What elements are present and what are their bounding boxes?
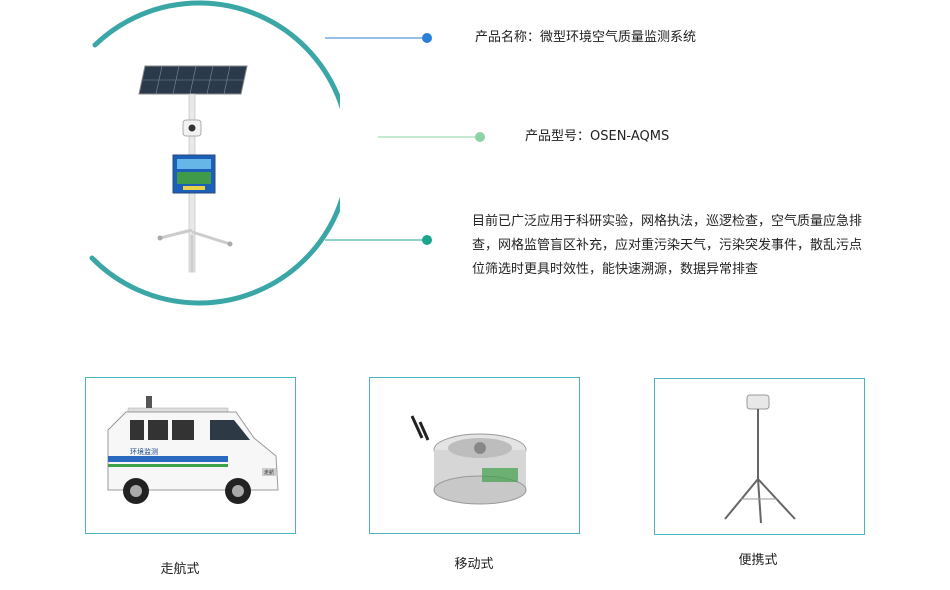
variant-label-mobile: 移动式 [454, 557, 494, 572]
connector-lines [325, 33, 485, 245]
solar-panel-icon [138, 65, 248, 95]
dot-description [422, 235, 432, 245]
svg-text:走航: 走航 [264, 469, 274, 476]
variant-card-portable [654, 378, 865, 535]
variant-label-vehicle: 走航式 [160, 562, 200, 577]
dot-name [422, 33, 432, 43]
product-name: 产品名称：微型环境空气质量监测系统 [475, 30, 697, 45]
variant-card-vehicle: 环境监测 走航 [85, 377, 296, 534]
variant-card-mobile [369, 377, 580, 534]
mobile-sensor-image [410, 415, 527, 505]
hero-ring [89, 0, 340, 306]
monitor-station-image [138, 65, 248, 273]
product-model: 产品型号：OSEN-AQMS [525, 129, 670, 144]
variant-label-portable: 便携式 [738, 553, 778, 568]
portable-tripod-image [724, 394, 796, 524]
product-description: 目前已广泛应用于科研实验，网格执法，巡逻检查，空气质量应急排查，网格监管盲区补充… [472, 214, 863, 277]
svg-text:环境监测: 环境监测 [130, 447, 158, 456]
monitoring-vehicle-image: 环境监测 走航 [107, 396, 279, 504]
dot-model [475, 132, 485, 142]
